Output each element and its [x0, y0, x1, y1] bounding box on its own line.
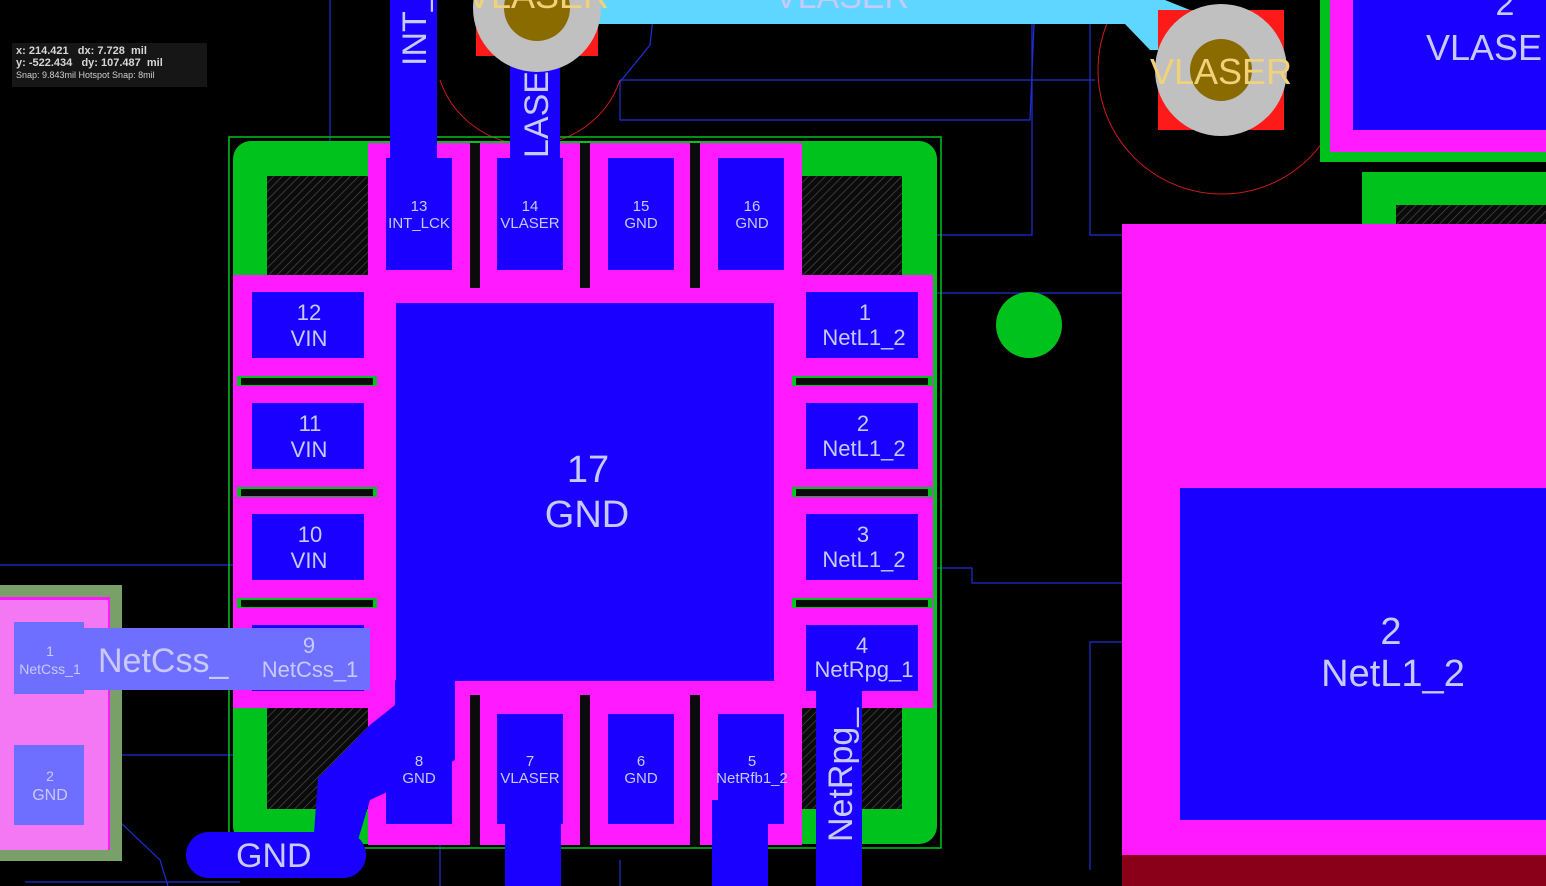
vlaser-via-label: VLASER [1150, 51, 1292, 92]
hud-unit-x: mil [131, 45, 147, 57]
pad-6-net: GND [624, 770, 658, 787]
pad-3-net: NetL1_2 [822, 547, 905, 572]
pad-7[interactable] [497, 714, 563, 824]
int-trace-label: INT_ [396, 0, 434, 66]
pad-9-net: NetCss_1 [262, 657, 359, 682]
pad-5[interactable] [718, 714, 784, 824]
pad-14-net: VLASER [500, 215, 559, 232]
pad-2-net: NetL1_2 [822, 436, 905, 461]
pad-17-net: GND [545, 494, 629, 536]
laser-trace-label: LASE [518, 71, 556, 158]
pad-11-net: VIN [291, 437, 328, 462]
pad-15-net: GND [624, 215, 658, 232]
green-via[interactable] [996, 292, 1062, 358]
pad-11[interactable] [252, 403, 364, 469]
left-pad-2-net: GND [32, 787, 68, 804]
vlaser-top-trace [580, 0, 1195, 50]
right-part-labels: 2 NetL1_2 2 VLASE [1321, 0, 1542, 695]
pad-15[interactable] [608, 158, 674, 270]
pad-12-num: 12 [297, 300, 321, 325]
pad-8[interactable] [386, 714, 452, 824]
pad-4[interactable] [806, 625, 918, 691]
right-pad-2-net: NetL1_2 [1321, 653, 1465, 695]
pad-16[interactable] [718, 158, 784, 270]
pad-14-num: 14 [522, 198, 539, 215]
pad-9-num: 9 [303, 633, 315, 658]
hud-row-x: x: 214.421 dx: 7.728 mil [16, 45, 203, 57]
trace-labels: NetCss_ GND NetRpg_ INT_ LASE VLASER VLA… [98, 0, 1292, 875]
right-pad-2-num: 2 [1380, 611, 1401, 653]
pad-13-num: 13 [411, 198, 428, 215]
pad-16-net: GND [735, 215, 769, 232]
pad-6[interactable] [608, 714, 674, 824]
vlaser-top-mid-label: VLASER [775, 0, 909, 16]
pad-5-net: NetRfb1_2 [716, 770, 788, 787]
pad-5-num: 5 [748, 753, 756, 770]
pad-8-net: GND [402, 770, 436, 787]
hud-x-value: 214.421 [28, 45, 69, 57]
netcss-trace-label: NetCss_ [98, 642, 229, 680]
pad-12-net: VIN [291, 326, 328, 351]
pad-14[interactable] [497, 158, 563, 270]
netrpg-trace-label: NetRpg_ [822, 707, 860, 842]
pad-11-num: 11 [299, 411, 322, 436]
hud-dx-label: dx: [77, 45, 95, 57]
left-pad-2-num: 2 [46, 768, 54, 784]
right-top-pad-net: VLASE [1426, 27, 1542, 68]
hud-y-value: -522.434 [28, 57, 73, 69]
vlaser-top-left-label: VLASER [467, 0, 609, 16]
hud-row-y: y: -522.434 dy: 107.487 mil [16, 57, 203, 69]
pad-17-num: 17 [567, 449, 609, 491]
pad-4-net: NetRpg_1 [814, 657, 913, 682]
pad-7-net: VLASER [500, 770, 559, 787]
coordinate-readout: x: 214.421 dx: 7.728 mil y: -522.434 dy:… [12, 43, 207, 87]
pad-13[interactable] [386, 158, 452, 270]
left-part-labels: 1 NetCss_1 2 GND [19, 643, 81, 804]
pad-7-num: 7 [526, 753, 534, 770]
hud-dy-value: 107.487 [101, 57, 141, 69]
pad-3-num: 3 [857, 522, 869, 547]
pad-1-net: NetL1_2 [822, 325, 905, 350]
left-pad-2[interactable] [14, 745, 84, 825]
pad-6-num: 6 [637, 753, 645, 770]
pad-10-num: 10 [298, 522, 322, 547]
pad-10[interactable] [252, 514, 364, 580]
pad-1-num: 1 [859, 300, 871, 325]
via-vlaser-top-left[interactable] [473, 0, 601, 72]
hud-x-label: x: [16, 45, 26, 57]
left-pad-1-num: 1 [46, 643, 54, 659]
pad-8-num: 8 [415, 753, 423, 770]
left-pad-1-net: NetCss_1 [19, 661, 81, 677]
pad-16-num: 16 [744, 198, 761, 215]
chip-labels: 13 INT_LCK 14 VLASER 15 GND 16 GND 12 VI… [262, 198, 914, 787]
pad-13-net: INT_LCK [388, 215, 450, 232]
right-top-pad-num: 2 [1496, 0, 1515, 23]
pad-10-net: VIN [291, 548, 328, 573]
pad-2-num: 2 [857, 411, 869, 436]
pad-3[interactable] [806, 514, 918, 580]
pad-1[interactable] [806, 292, 918, 358]
right-component [1122, 0, 1546, 886]
gnd-trace-label: GND [236, 837, 312, 875]
left-pads [14, 622, 370, 825]
hud-unit-y: mil [146, 57, 163, 69]
pad-15-num: 15 [633, 198, 650, 215]
hud-y-label: y: [16, 57, 26, 69]
hud-dx-value: 7.728 [97, 45, 125, 57]
pad-4-num: 4 [856, 633, 868, 658]
left-pad-1[interactable] [14, 622, 84, 694]
pad-2[interactable] [806, 403, 918, 469]
hud-dy-label: dy: [81, 57, 98, 69]
hud-snap-text: Snap: 9.843mil Hotspot Snap: 8mil [16, 70, 155, 80]
pad-12[interactable] [252, 292, 364, 358]
pad-17[interactable] [396, 303, 774, 681]
via-vlaser-right[interactable] [1155, 4, 1287, 136]
